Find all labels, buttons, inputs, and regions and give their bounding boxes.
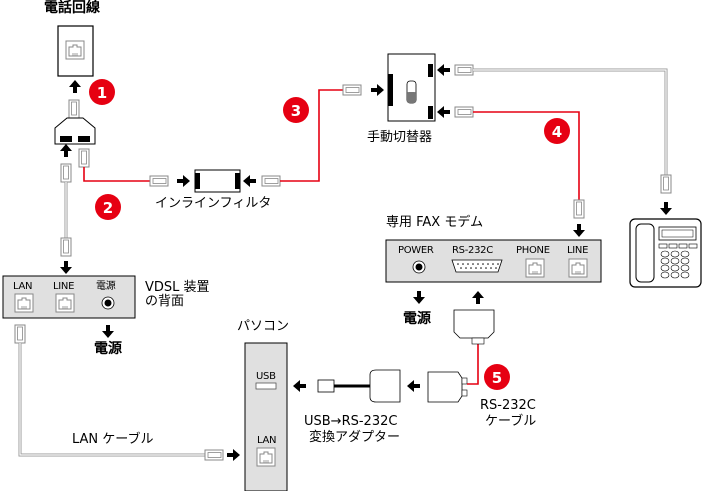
- adapter-label-1: USB→RS-232C: [304, 414, 398, 429]
- vdsl-port-line-label: LINE: [53, 281, 75, 292]
- power-jack-icon: [101, 296, 115, 310]
- telephone-icon: [629, 218, 702, 288]
- step-badge-2: 2: [95, 194, 121, 220]
- arrow-icon: [437, 64, 450, 76]
- serial-port-icon: [451, 259, 503, 273]
- modem-port-line-label: LINE: [567, 245, 589, 256]
- modular-plug-icon: [573, 199, 585, 219]
- usb-serial-adapter: [369, 369, 401, 403]
- modular-plug-icon: [454, 64, 474, 76]
- arrow-icon: [177, 175, 190, 187]
- arrow-icon: [60, 261, 72, 274]
- rs232c-cable-label-2: ケーブル: [485, 414, 537, 429]
- pc-port-usb-label: USB: [256, 371, 276, 382]
- manual-switch-label: 手動切替器: [367, 130, 433, 145]
- arrow-icon: [472, 291, 484, 304]
- modular-jack-icon: [65, 40, 85, 60]
- svg-text:3: 3: [291, 102, 301, 120]
- modem-port-rs232c-label: RS-232C: [452, 245, 493, 256]
- modular-plug-icon: [78, 148, 90, 168]
- arrow-icon: [293, 380, 306, 392]
- arrow-icon: [573, 224, 585, 237]
- modular-plug-icon: [660, 174, 672, 194]
- rs232c-cable-label-1: RS-232C: [480, 398, 536, 413]
- serial-connector: [453, 309, 495, 345]
- arrow-icon: [102, 325, 114, 338]
- svg-text:2: 2: [103, 199, 113, 217]
- vdsl-port-lan-label: LAN: [13, 281, 33, 292]
- step-badge-3: 3: [283, 97, 309, 123]
- modular-plug-icon: [68, 99, 80, 119]
- arrow-icon: [69, 80, 81, 93]
- inline-filter-label: インラインフィルタ: [155, 196, 272, 211]
- step-badge-1: 1: [89, 79, 115, 105]
- usb-port-icon: [255, 382, 277, 390]
- adapter-label-2: 変換アダプター: [309, 430, 401, 445]
- arrow-icon: [227, 449, 240, 461]
- modular-jack-icon: [55, 293, 75, 313]
- step-badge-5: 5: [484, 364, 510, 390]
- arrow-icon: [243, 175, 256, 187]
- line-splitter: [54, 117, 96, 145]
- modular-plug-icon: [204, 449, 224, 461]
- svg-text:1: 1: [97, 84, 107, 102]
- vdsl-back-label-1: VDSL 装置: [145, 280, 210, 295]
- usb-plug: [317, 379, 335, 393]
- modem-power-label: 電源: [403, 311, 431, 327]
- modem-port-phone-label: PHONE: [516, 245, 550, 256]
- arrow-icon: [413, 291, 425, 304]
- vdsl-back-panel: [2, 275, 136, 319]
- lan-cable-label: LAN ケーブル: [72, 432, 154, 447]
- power-jack-icon: [412, 260, 426, 274]
- svg-text:5: 5: [492, 369, 502, 387]
- inline-filter: [194, 169, 241, 193]
- arrow-icon: [407, 380, 420, 392]
- vdsl-port-power-label: 電源: [96, 281, 116, 292]
- modular-plug-icon: [149, 175, 169, 187]
- arrow-icon: [437, 106, 450, 118]
- modular-plug-icon: [454, 106, 474, 118]
- modem-port-power-label: POWER: [398, 245, 434, 256]
- phone-line-label: 電話回線: [44, 0, 100, 16]
- modular-plug-icon: [60, 237, 72, 257]
- modular-plug-icon: [342, 84, 362, 96]
- arrow-icon: [60, 144, 72, 157]
- fax-modem-panel: [385, 239, 602, 283]
- wall-phone-jack: [57, 25, 94, 77]
- modular-plug-icon: [60, 163, 72, 183]
- modular-plug-icon: [261, 175, 281, 187]
- vdsl-back-label-2: の背面: [145, 294, 185, 309]
- step-badge-4: 4: [544, 118, 570, 144]
- svg-text:4: 4: [552, 123, 562, 141]
- pc-label: パソコン: [237, 319, 290, 334]
- modular-plug-icon: [14, 324, 26, 344]
- arrow-icon: [660, 202, 672, 215]
- vdsl-power-label: 電源: [94, 341, 122, 357]
- fax-modem-title: 専用 FAX モデム: [386, 215, 484, 230]
- pc-side-panel: [244, 342, 288, 491]
- serial-connector: [427, 371, 468, 403]
- modular-jack-icon: [568, 258, 588, 278]
- modular-jack-icon: [14, 293, 34, 313]
- modular-jack-icon: [525, 258, 545, 278]
- pc-port-lan-label: LAN: [257, 435, 277, 446]
- manual-switch: [387, 53, 436, 122]
- modular-jack-icon: [256, 447, 276, 467]
- arrow-icon: [371, 84, 384, 96]
